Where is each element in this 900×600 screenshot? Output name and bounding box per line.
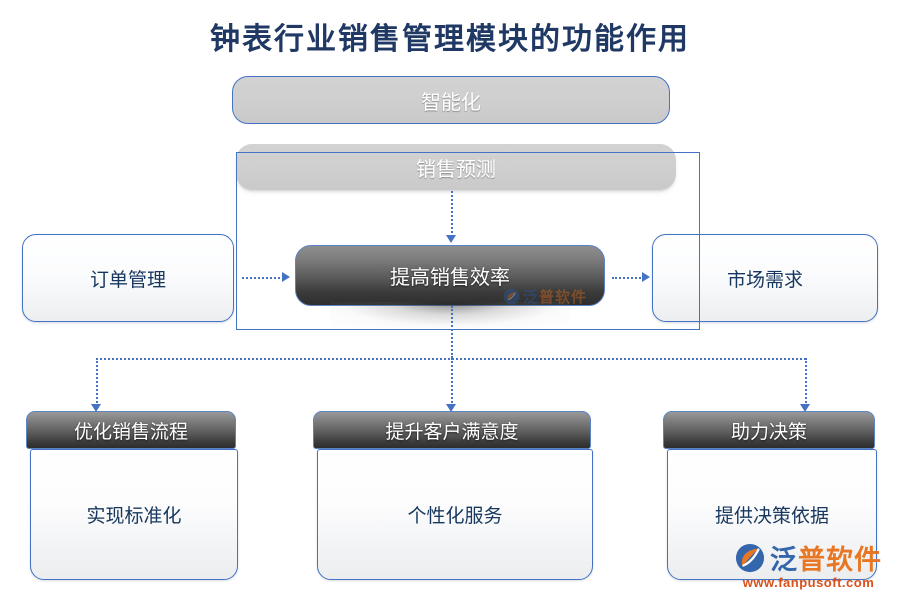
card-3-header-label: 助力决策 <box>730 421 807 443</box>
connector-left-to-center <box>242 277 284 279</box>
center-group-outline <box>236 152 700 330</box>
node-market-demand-label: 市场需求 <box>726 269 803 291</box>
connector-center-to-bus <box>451 306 453 358</box>
page-title: 钟表行业销售管理模块的功能作用 <box>210 23 690 56</box>
card-2-body[interactable]: 个性化服务 <box>317 449 593 580</box>
node-intelligence-label: 智能化 <box>421 91 481 114</box>
connector-banner-to-center <box>451 191 453 237</box>
node-improve-sales-efficiency[interactable]: 提高销售效率 <box>295 245 605 306</box>
node-market-demand[interactable]: 市场需求 <box>652 234 878 322</box>
connector-bus-to-card-2 <box>451 358 453 406</box>
card-2-header[interactable]: 提升客户满意度 <box>313 411 591 449</box>
card-3-header[interactable]: 助力决策 <box>663 411 875 449</box>
card-2-body-label: 个性化服务 <box>407 506 503 527</box>
connector-bus-to-card-1-arrow <box>91 404 101 412</box>
card-3-body[interactable]: 提供决策依据 <box>667 449 877 580</box>
connector-center-to-right-arrow <box>642 272 650 282</box>
node-order-management[interactable]: 订单管理 <box>22 234 234 322</box>
node-sales-forecast[interactable]: 销售预测 <box>236 144 676 190</box>
node-sales-forecast-label: 销售预测 <box>416 158 496 181</box>
node-improve-sales-efficiency-label: 提高销售效率 <box>390 267 510 289</box>
card-1-body[interactable]: 实现标准化 <box>30 449 238 580</box>
card-3-body-label: 提供决策依据 <box>714 506 829 527</box>
card-1-header-label: 优化销售流程 <box>73 421 188 443</box>
connector-banner-to-center-arrow <box>446 235 456 243</box>
card-1-header[interactable]: 优化销售流程 <box>26 411 236 449</box>
node-order-management-label: 订单管理 <box>89 269 166 291</box>
connector-left-to-center-arrow <box>282 272 290 282</box>
connector-bus-to-card-1 <box>96 358 98 406</box>
card-1-body-label: 实现标准化 <box>86 506 182 527</box>
connector-bus-to-card-3 <box>805 358 807 406</box>
card-2-header-label: 提升客户满意度 <box>385 421 519 443</box>
connector-bus-to-card-3-arrow <box>800 404 810 412</box>
connector-bus-to-card-2-arrow <box>446 404 456 412</box>
node-intelligence[interactable]: 智能化 <box>232 76 670 124</box>
connector-center-to-right <box>612 277 644 279</box>
